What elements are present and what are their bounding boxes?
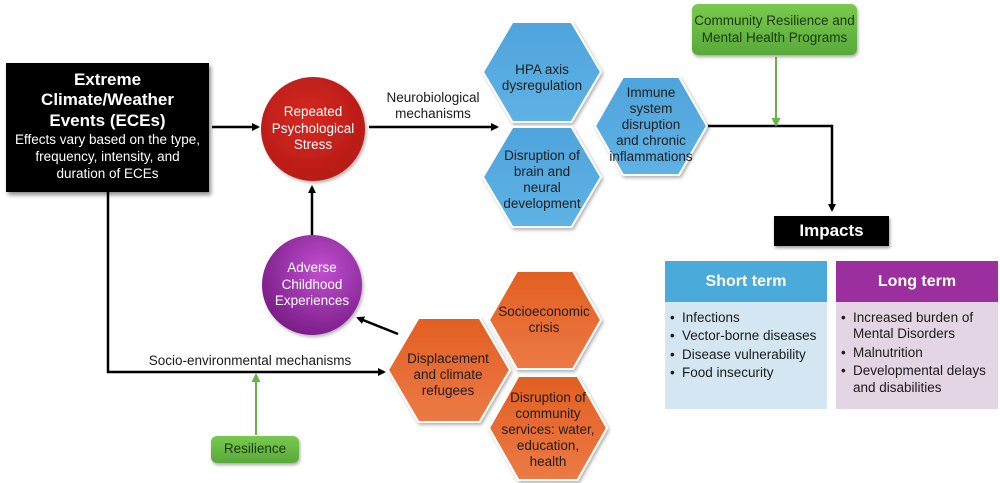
hex-line: education,	[516, 438, 580, 454]
displacement-hexagon	[386, 317, 512, 423]
immune-hexagon-label: Immune system disruption and chronic inf…	[596, 80, 706, 170]
displacement-hexagon-label: Displacement and climate refugees	[393, 345, 503, 405]
ace-label-line: Adverse	[287, 259, 337, 275]
short-term-body: Infections Vector-borne diseases Disease…	[665, 302, 827, 409]
hex-line: dysregulation	[501, 78, 583, 93]
stress-circle	[261, 77, 365, 181]
programs-line: Mental Health Programs	[701, 29, 848, 45]
long-term-item: Malnutrition	[840, 345, 994, 362]
ece-source-box: Extreme Climate/Weather Events (ECEs) Ef…	[6, 63, 209, 192]
hex-line: services: water,	[501, 421, 595, 437]
arrow-displacement-to-ace	[356, 316, 399, 336]
community-services-hexagon	[487, 375, 609, 481]
hex-line: Immune	[626, 84, 676, 100]
ece-subtitle-line: duration of ECEs	[56, 165, 159, 181]
long-term-body: Increased burden of Mental Disorders Mal…	[836, 302, 998, 409]
hex-line: Socioeconomic	[498, 303, 590, 319]
hpa-hexagon-label: HPA axis dysregulation	[486, 58, 598, 98]
impacts-box: Impacts	[774, 216, 889, 246]
hex-line: development	[503, 196, 581, 212]
hex-line: and chronic	[616, 133, 686, 149]
hex-line: community	[515, 405, 581, 421]
ace-circle	[262, 235, 362, 335]
hex-line: health	[529, 454, 567, 470]
hex-line: neural	[523, 180, 561, 195]
stress-label-line: Psychological	[271, 120, 355, 136]
community-services-hexagon-label: Disruption of community services: water,…	[493, 385, 603, 475]
ace-label-line: Childhood	[281, 276, 343, 292]
community-programs-box: Community Resilience and Mental Health P…	[692, 4, 857, 55]
hex-line: and climate	[413, 366, 483, 382]
connector-hexagons-to-impacts	[697, 124, 836, 212]
neuro-label-line: mechanisms	[395, 106, 471, 122]
connector-ece-down-to-socio	[106, 192, 386, 376]
socio-environmental-label: Socio-environmental mechanisms	[148, 353, 352, 368]
hex-line: disruption	[621, 116, 681, 132]
hex-line: HPA axis	[515, 61, 569, 77]
stress-label-line: Stress	[293, 137, 333, 153]
ece-title-line: Events (ECEs)	[49, 110, 166, 130]
long-term-card: Long term Increased burden of Mental Dis…	[836, 261, 998, 409]
hexagon-layer	[386, 21, 709, 481]
ece-subtitle: Effects vary based on the type, frequenc…	[6, 132, 209, 183]
neuro-label-line: Neurobiological	[386, 90, 480, 105]
hex-line: system	[629, 100, 673, 116]
short-term-item: Infections	[669, 310, 827, 327]
resilience-box: Resilience	[211, 436, 299, 463]
hex-line: crisis	[528, 320, 560, 335]
ace-label-line: Experiences	[274, 293, 350, 309]
short-term-item: Food insecurity	[669, 365, 827, 382]
hpa-hexagon	[481, 21, 603, 123]
long-term-title: Long term	[836, 261, 998, 302]
hex-line: Disruption of	[504, 147, 580, 163]
short-term-item: Disease vulnerability	[669, 347, 827, 364]
ece-title: Extreme Climate/Weather Events (ECEs)	[6, 70, 209, 131]
hex-line: Disruption of	[510, 389, 586, 405]
long-term-item: Developmental delays and disabilities	[840, 363, 994, 396]
immune-hexagon	[593, 76, 709, 176]
ece-title-line: Extreme	[73, 70, 142, 89]
hex-line: refugees	[421, 383, 475, 399]
hex-line: inflammations	[609, 149, 693, 165]
hex-line: Displacement	[407, 350, 489, 366]
ece-title-line: Climate/Weather	[41, 90, 174, 110]
long-term-item: Increased burden of Mental Disorders	[840, 310, 994, 343]
brain-hexagon-label: Disruption of brain and neural developme…	[486, 140, 598, 220]
ece-subtitle-line: frequency, intensity, and	[35, 149, 180, 165]
short-term-item: Vector-borne diseases	[669, 328, 827, 345]
stress-label: Repeated Psychological Stress	[263, 90, 363, 168]
ece-subtitle-line: Effects vary based on the type,	[14, 132, 201, 148]
hex-line: brain and	[513, 163, 571, 179]
neurobiological-label: Neurobiological mechanisms	[378, 90, 488, 122]
ace-label: Adverse Childhood Experiences	[262, 246, 362, 324]
socioeconomic-hexagon	[487, 270, 603, 370]
socioeconomic-hexagon-label: Socioeconomic crisis	[489, 300, 599, 340]
stress-label-line: Repeated	[283, 103, 343, 119]
programs-line: Community Resilience and	[694, 12, 855, 28]
short-term-card: Short term Infections Vector-borne disea…	[665, 261, 827, 409]
short-term-title: Short term	[665, 261, 827, 302]
brain-hexagon	[481, 126, 603, 228]
